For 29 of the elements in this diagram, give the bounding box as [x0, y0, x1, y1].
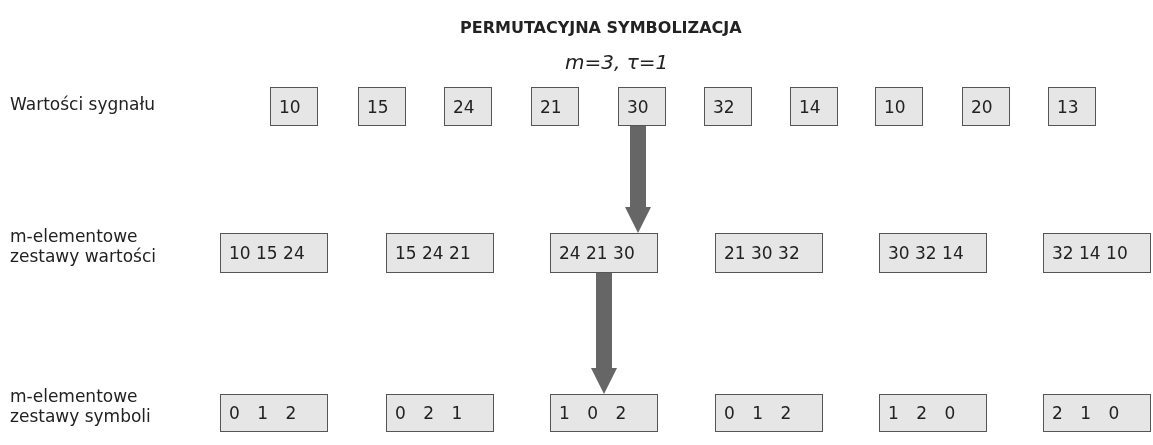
signal-value-box: 30	[618, 87, 666, 126]
row-label: m-elementowe zestawy wartości	[10, 226, 157, 266]
signal-value-box: 32	[704, 87, 752, 126]
signal-value-box: 24	[444, 87, 492, 126]
value-set-box: 10 15 24	[220, 233, 328, 273]
title: PERMUTACYJNA SYMBOLIZACJA	[460, 18, 742, 37]
signal-value-box: 14	[790, 87, 838, 126]
symbol-set-box: 2 1 0	[1043, 394, 1151, 432]
symbol-set-box: 0 1 2	[220, 394, 328, 432]
signal-value-box: 15	[358, 87, 406, 126]
parameter-label: m=3, τ=1	[565, 50, 669, 74]
row-label: Wartości sygnału	[10, 94, 157, 114]
value-set-box: 15 24 21	[386, 233, 494, 273]
signal-value-box: 13	[1048, 87, 1096, 126]
signal-value-box: 10	[270, 87, 318, 126]
value-set-box: 32 14 10	[1043, 233, 1151, 273]
value-set-box: 24 21 30	[550, 233, 658, 273]
arrow	[625, 126, 651, 233]
value-set-box: 30 32 14	[879, 233, 987, 273]
row-label: m-elementowe zestawy symboli	[10, 386, 152, 426]
symbol-set-box: 1 0 2	[550, 394, 658, 432]
arrow	[591, 273, 617, 394]
symbol-set-box: 1 2 0	[879, 394, 987, 432]
symbol-set-box: 0 1 2	[715, 394, 823, 432]
value-set-box: 21 30 32	[715, 233, 823, 273]
signal-value-box: 20	[962, 87, 1010, 126]
symbol-set-box: 0 2 1	[386, 394, 494, 432]
signal-value-box: 10	[875, 87, 923, 126]
signal-value-box: 21	[531, 87, 579, 126]
